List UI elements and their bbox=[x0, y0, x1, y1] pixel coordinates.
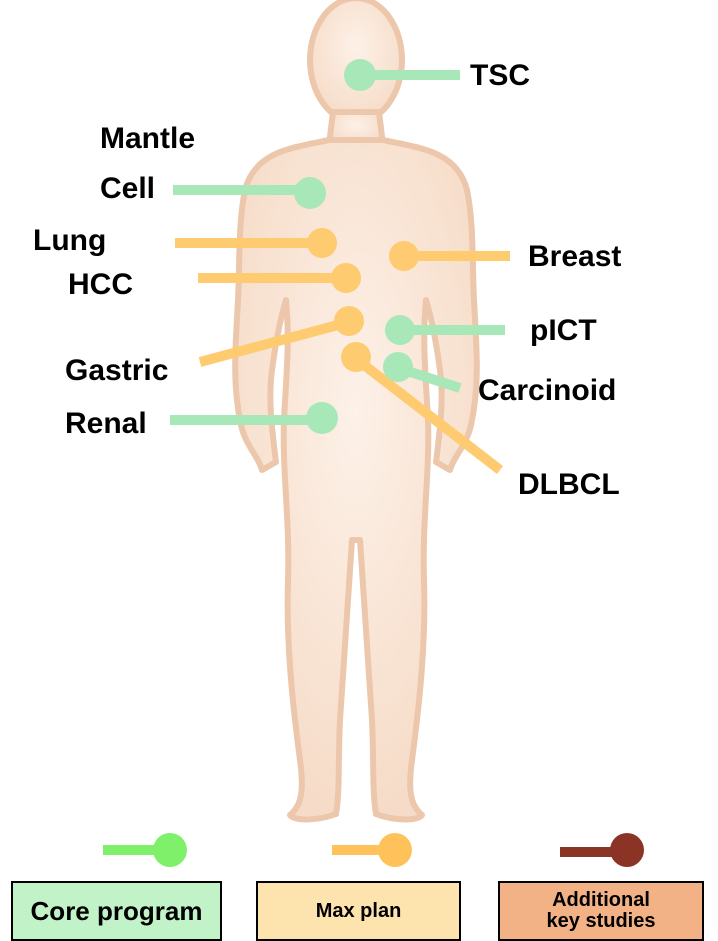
legend-additional-key-studies: Additional key studies bbox=[498, 881, 704, 941]
carcinoid-marker bbox=[383, 352, 413, 382]
tsc-marker bbox=[344, 59, 376, 91]
renal-marker bbox=[306, 402, 338, 434]
legend-additional-dot bbox=[610, 833, 644, 867]
label-tsc: TSC bbox=[470, 59, 530, 92]
legend-max-plan: Max plan bbox=[256, 881, 461, 941]
legend-additional-label-line2: key studies bbox=[547, 911, 656, 932]
label-dlbcl: DLBCL bbox=[518, 468, 620, 501]
human-body-silhouette bbox=[235, 0, 477, 819]
legend-max-label: Max plan bbox=[316, 900, 402, 923]
label-hcc: HCC bbox=[68, 268, 133, 301]
mantle-cell-marker bbox=[294, 177, 326, 209]
label-gastric: Gastric bbox=[65, 354, 168, 387]
dlbcl-marker bbox=[341, 342, 371, 372]
label-breast: Breast bbox=[528, 240, 621, 273]
label-pict: pICT bbox=[530, 314, 597, 347]
legend-core-label: Core program bbox=[31, 896, 203, 927]
label-cell: Cell bbox=[100, 172, 155, 205]
label-lung: Lung bbox=[33, 224, 106, 257]
legend-additional-label-line1: Additional bbox=[547, 890, 656, 911]
legend-markers bbox=[103, 833, 644, 867]
label-renal: Renal bbox=[65, 407, 147, 440]
gastric-marker bbox=[334, 306, 364, 336]
breast-marker bbox=[389, 241, 419, 271]
legend-core-program: Core program bbox=[11, 881, 222, 941]
legend-core-dot bbox=[153, 833, 187, 867]
legend-max-dot bbox=[378, 833, 412, 867]
label-carcinoid: Carcinoid bbox=[478, 374, 616, 407]
label-mantle: Mantle bbox=[100, 122, 195, 155]
hcc-marker bbox=[331, 263, 361, 293]
pict-marker bbox=[385, 315, 415, 345]
lung-marker bbox=[307, 228, 337, 258]
